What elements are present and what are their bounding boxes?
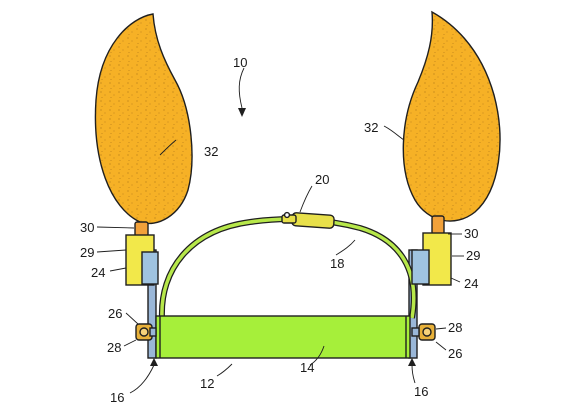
wick-left bbox=[134, 221, 149, 237]
ref-fastener-right-bottom: 26 bbox=[448, 346, 462, 361]
ref-wick-right: 30 bbox=[464, 226, 478, 241]
fastener-left bbox=[135, 323, 157, 341]
ref-buckle: 20 bbox=[315, 172, 329, 187]
leader-lines bbox=[96, 67, 464, 394]
strap-arc-fill bbox=[160, 217, 416, 319]
ref-post-left: 16 bbox=[110, 390, 124, 405]
fastener-right bbox=[411, 323, 436, 341]
ref-holder-top-right: 29 bbox=[466, 248, 480, 263]
buckle bbox=[281, 211, 335, 229]
flame-right bbox=[402, 10, 501, 222]
fastener-right-head bbox=[422, 327, 432, 337]
holder-right bbox=[411, 232, 452, 286]
holder-left bbox=[125, 234, 159, 286]
flame-right-stipple bbox=[403, 12, 500, 222]
ref-fastener-right-top: 28 bbox=[448, 320, 462, 335]
ref-band: 14 bbox=[300, 360, 314, 375]
holder-left-clip bbox=[141, 251, 159, 285]
buckle-body bbox=[291, 212, 335, 229]
ref-holder-right: 24 bbox=[464, 276, 478, 291]
flame-left-stipple bbox=[95, 14, 192, 224]
ref-headband: 12 bbox=[200, 376, 214, 391]
ref-flame-left: 32 bbox=[204, 144, 218, 159]
ref-fastener-left-top: 26 bbox=[108, 306, 122, 321]
headband bbox=[155, 315, 411, 359]
holder-right-clip bbox=[411, 249, 430, 285]
wick-right bbox=[431, 215, 445, 235]
ref-assembly: 10 bbox=[233, 55, 247, 70]
ref-strap: 18 bbox=[330, 256, 344, 271]
ref-holder-left: 24 bbox=[91, 265, 105, 280]
ref-post-right: 16 bbox=[414, 384, 428, 399]
ref-flame-right: 32 bbox=[364, 120, 378, 135]
flame-left bbox=[94, 13, 193, 225]
fastener-left-head bbox=[139, 327, 149, 337]
ref-holder-top-left: 29 bbox=[80, 245, 94, 260]
ref-wick-left: 30 bbox=[80, 220, 94, 235]
ref-fastener-left-bottom: 28 bbox=[107, 340, 121, 355]
buckle-pin bbox=[283, 211, 291, 219]
fastener-left-spacer bbox=[149, 327, 157, 337]
fastener-right-spacer bbox=[411, 327, 420, 337]
